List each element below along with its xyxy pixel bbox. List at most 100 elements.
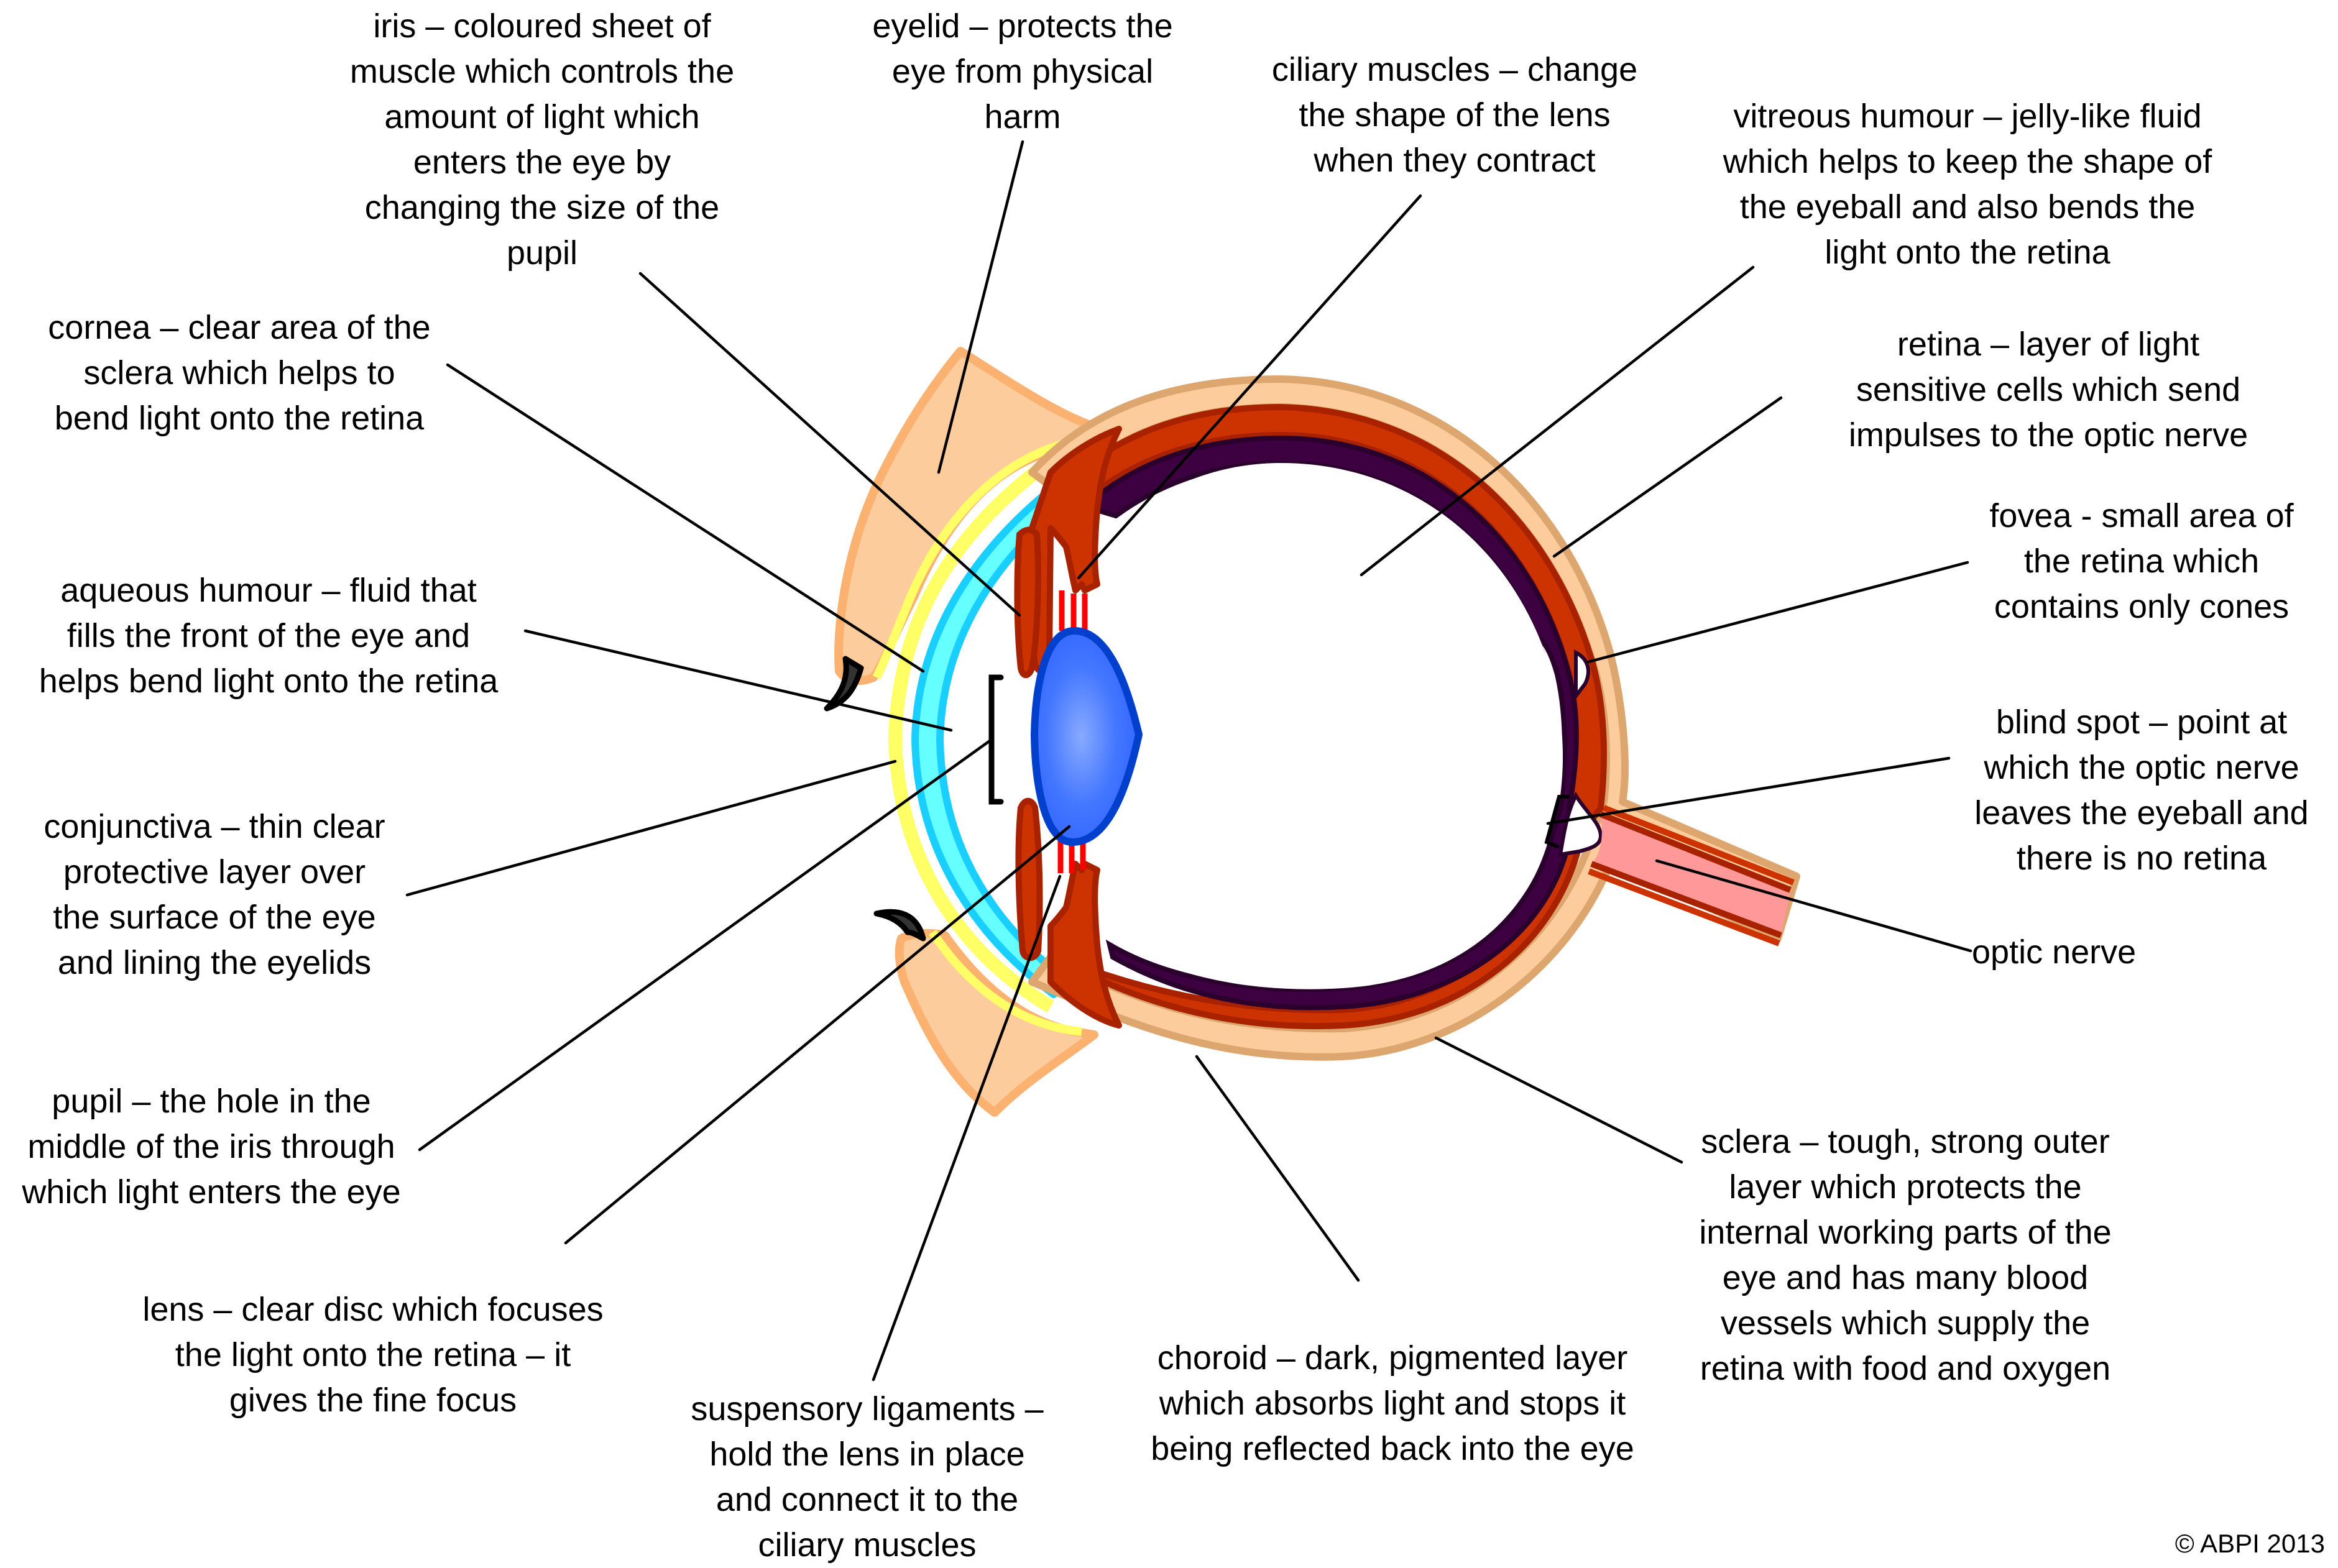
lower-eyelid (895, 928, 1098, 1117)
label-line: aqueous humour – fluid that (60, 572, 476, 609)
label-line: ciliary muscles (758, 1526, 976, 1564)
label-line: and connect it to the (716, 1481, 1018, 1518)
iris-lower (1015, 797, 1043, 961)
label-line: pupil – the hole in the (52, 1083, 370, 1120)
conjunctiva (888, 457, 1054, 1013)
label-iris: iris – coloured sheet of muscle which con… (350, 7, 734, 272)
label-line: suspensory ligaments – (691, 1390, 1043, 1428)
label-line: lens – clear disc which focuses (142, 1291, 603, 1328)
label-line: fovea - small area of (1989, 497, 2294, 534)
label-line: cornea – clear area of the (48, 309, 430, 346)
fovea (1574, 649, 1590, 702)
blind-spot-bracket (1544, 795, 1570, 848)
label-line: sclera – tough, strong outer (1701, 1123, 2109, 1160)
label-line: sclera which helps to (83, 354, 395, 392)
label-line: eye and has many blood (1723, 1259, 2088, 1296)
label-line: the eyeball and also bends the (1740, 188, 2196, 226)
lower-conjunctiva-lining (929, 930, 1082, 1036)
label-line: pupil (507, 234, 578, 272)
ciliary-leader-line (1077, 194, 1422, 580)
label-ciliary-muscles: ciliary muscles – change the shape of the… (1272, 51, 1637, 179)
vitreous-leader-line (1360, 265, 1755, 577)
label-pupil: pupil – the hole in the middle of the iri… (21, 1083, 400, 1211)
label-line: which light enters the eye (21, 1173, 400, 1211)
label-choroid: choroid – dark, pigmented layer which abs… (1151, 1339, 1634, 1467)
optic-nerve-choroid-top (1603, 805, 1795, 886)
label-line: harm (984, 98, 1061, 135)
iris-leader-line (638, 272, 1021, 617)
fovea-leader-line (1586, 561, 1969, 664)
label-line: middle of the iris through (27, 1128, 395, 1165)
label-line: internal working parts of the (1699, 1214, 2111, 1251)
suspensory-ligaments-upper (1059, 590, 1088, 631)
blind-spot-leader-line (1546, 756, 1951, 825)
optic-nerve-sheath-bottom (1590, 861, 1782, 938)
label-line: leaves the eyeball and (1974, 794, 2308, 832)
optic-nerve-leader-line (1655, 859, 1972, 953)
label-line: there is no retina (2017, 840, 2267, 877)
conjunctiva-leader-line (405, 759, 897, 897)
label-line: contains only cones (1994, 588, 2289, 625)
label-line: eye from physical (892, 53, 1153, 90)
label-line: layer which protects the (1729, 1168, 2081, 1206)
label-line: which absorbs light and stops it (1159, 1385, 1626, 1422)
label-line: light onto the retina (1825, 234, 2110, 271)
label-blind-spot: blind spot – point at which the optic ner… (1974, 704, 2308, 877)
label-line: hold the lens in place (709, 1436, 1024, 1473)
vitreous-humour (1098, 463, 1563, 989)
label-line: impulses to the optic nerve (1849, 416, 2248, 454)
label-eyelid: eyelid – protects the eye from physical ha… (872, 7, 1172, 135)
lens (1030, 626, 1143, 846)
pupil-leader-line (418, 738, 993, 1152)
aqueous-leader-line (523, 629, 953, 732)
label-line: retina with food and oxygen (1700, 1350, 2110, 1387)
suspensory-leader-line (872, 874, 1062, 1382)
copyright: © ABPI 2013 (2175, 1529, 2325, 1558)
label-line: optic nerve (1972, 933, 2136, 971)
ciliary-body-lower (1047, 861, 1122, 1029)
optic-nerve (1591, 817, 1790, 935)
label-line: the light onto the retina – it (175, 1336, 571, 1373)
label-sclera: sclera – tough, strong outer layer which … (1699, 1123, 2111, 1387)
label-line: the shape of the lens (1299, 96, 1610, 134)
label-line: which helps to keep the shape of (1723, 143, 2213, 180)
label-line: changing the size of the (365, 189, 719, 226)
label-line: vitreous humour – jelly-like fluid (1733, 98, 2201, 135)
lower-eyelash-icon (873, 909, 926, 942)
label-optic-nerve: optic nerve (1972, 933, 2136, 971)
label-line: conjunctiva – thin clear (44, 808, 385, 845)
lens-leader-line (564, 825, 1071, 1245)
label-suspensory-ligaments: suspensory ligaments – hold the lens in p… (691, 1390, 1043, 1564)
label-line: ciliary muscles – change (1272, 51, 1637, 88)
label-line: sensitive cells which send (1856, 371, 2240, 408)
eyelid-leader-line (937, 140, 1024, 474)
label-line: choroid – dark, pigmented layer (1157, 1339, 1627, 1377)
label-line: the surface of the eye (53, 899, 375, 936)
label-line: muscle which controls the (350, 53, 734, 90)
label-conjunctiva: conjunctiva – thin clear protective layer… (44, 808, 385, 981)
choroid-leader-line (1195, 1055, 1360, 1282)
label-line: which the optic nerve (1983, 749, 2299, 786)
label-line: helps bend light onto the retina (39, 663, 499, 700)
label-line: when they contract (1313, 142, 1595, 179)
label-line: bend light onto the retina (55, 400, 425, 437)
label-line: iris – coloured sheet of (373, 7, 711, 45)
label-line: and lining the eyelids (58, 944, 371, 981)
label-line: eyelid – protects the (872, 7, 1172, 45)
label-line: gives the fine focus (229, 1382, 517, 1419)
label-line: blind spot – point at (1996, 704, 2287, 741)
label-line: being reflected back into the eye (1151, 1430, 1634, 1467)
label-vitreous-humour: vitreous humour – jelly-like fluid which … (1723, 98, 2213, 271)
iris-upper (1014, 526, 1041, 679)
label-line: protective layer over (63, 853, 366, 891)
label-cornea: cornea – clear area of the sclera which h… (48, 309, 430, 437)
label-lens: lens – clear disc which focuses the light… (142, 1291, 603, 1419)
label-line: the retina which (2024, 543, 2259, 580)
label-line: enters the eye by (413, 144, 671, 181)
label-line: amount of light which (384, 98, 699, 135)
optic-nerve-choroid-bottom (1588, 868, 1780, 947)
retina-leader-line (1552, 396, 1783, 558)
